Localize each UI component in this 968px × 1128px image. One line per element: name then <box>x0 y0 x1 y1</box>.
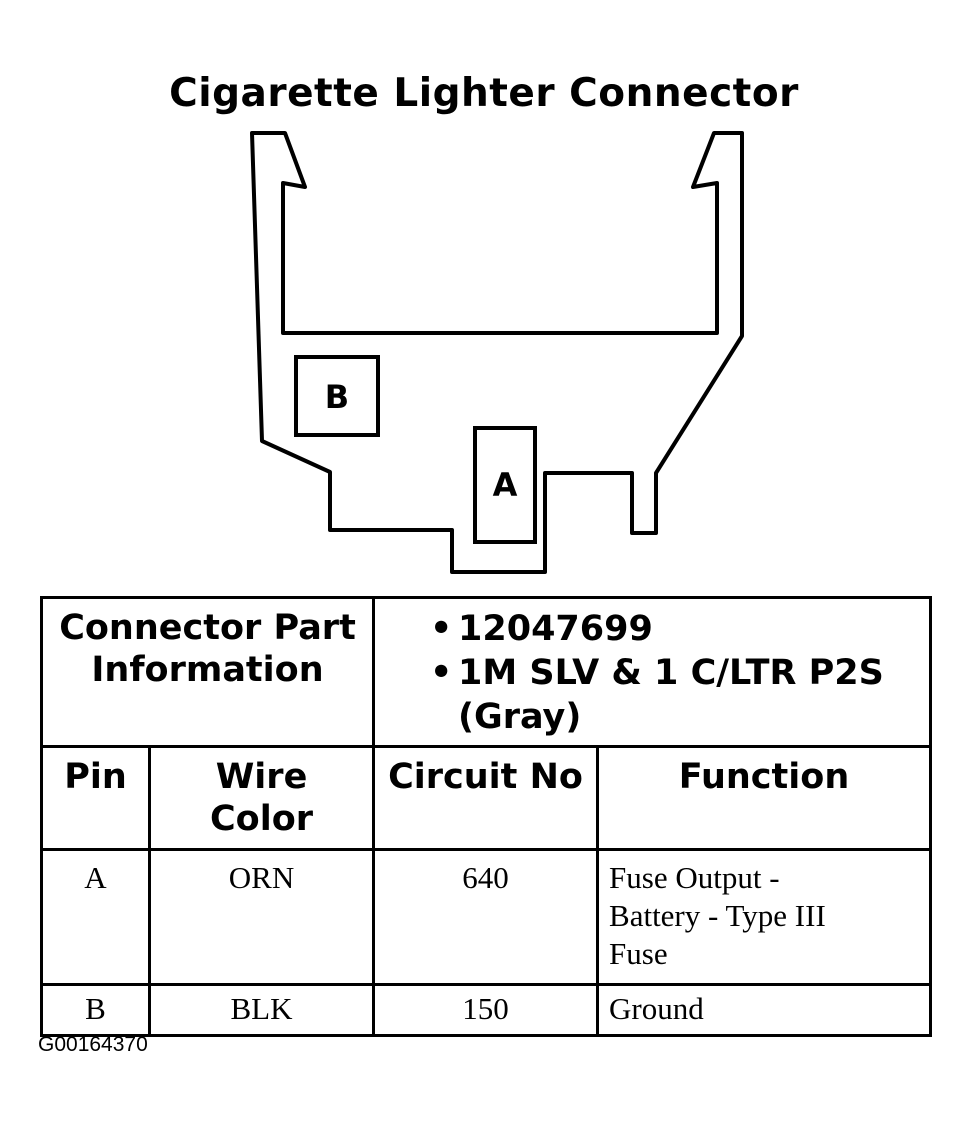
table-row: B BLK 150 Ground <box>40 983 933 1037</box>
column-header-row: Pin Wire Color Circuit No Function <box>40 745 933 851</box>
pin-b-label: B <box>325 378 349 416</box>
column-header-pin: Pin <box>40 745 151 851</box>
cell-circuit-no: 150 <box>372 983 600 1037</box>
cell-function: Ground <box>596 983 933 1037</box>
cell-wire-color: ORN <box>147 848 376 986</box>
pin-b-cavity <box>294 355 380 437</box>
part-info-label-line1: Connector Part <box>59 608 356 648</box>
cell-function: Fuse Output - Battery - Type III Fuse <box>596 848 933 986</box>
part-info-label-line2: Information <box>91 650 324 690</box>
cell-circuit-no: 640 <box>372 848 600 986</box>
cell-wire-color: BLK <box>147 983 376 1037</box>
part-info-row: Connector Part Information •12047699 •1M… <box>39 596 933 748</box>
column-header-function: Function <box>596 745 933 851</box>
connector-info-table: Connector Part Information •12047699 •1M… <box>39 596 933 1037</box>
part-info-item: •1M SLV & 1 C/LTR P2S <box>430 653 884 693</box>
part-info-item: •12047699 <box>430 609 653 649</box>
connector-drawing: B A <box>250 131 744 574</box>
connector-outline <box>250 131 744 574</box>
table-row: A ORN 640 Fuse Output - Battery - Type I… <box>40 848 933 986</box>
part-info-values: •12047699 •1M SLV & 1 C/LTR P2S (Gray) <box>372 596 933 748</box>
cell-pin: A <box>40 848 151 986</box>
pin-a-label: A <box>493 466 518 504</box>
diagram-title: Cigarette Lighter Connector <box>169 71 799 116</box>
part-info-item: (Gray) <box>458 697 582 737</box>
column-header-circuit-no: Circuit No <box>372 745 600 851</box>
bullet-icon: • <box>430 653 453 693</box>
pin-a-cavity <box>473 426 537 544</box>
column-header-wire-color: Wire Color <box>147 745 376 851</box>
cell-pin: B <box>40 983 151 1037</box>
part-info-label: Connector Part Information <box>39 596 376 748</box>
figure-code: G00164370 <box>38 1033 148 1056</box>
bullet-icon: • <box>430 609 453 649</box>
